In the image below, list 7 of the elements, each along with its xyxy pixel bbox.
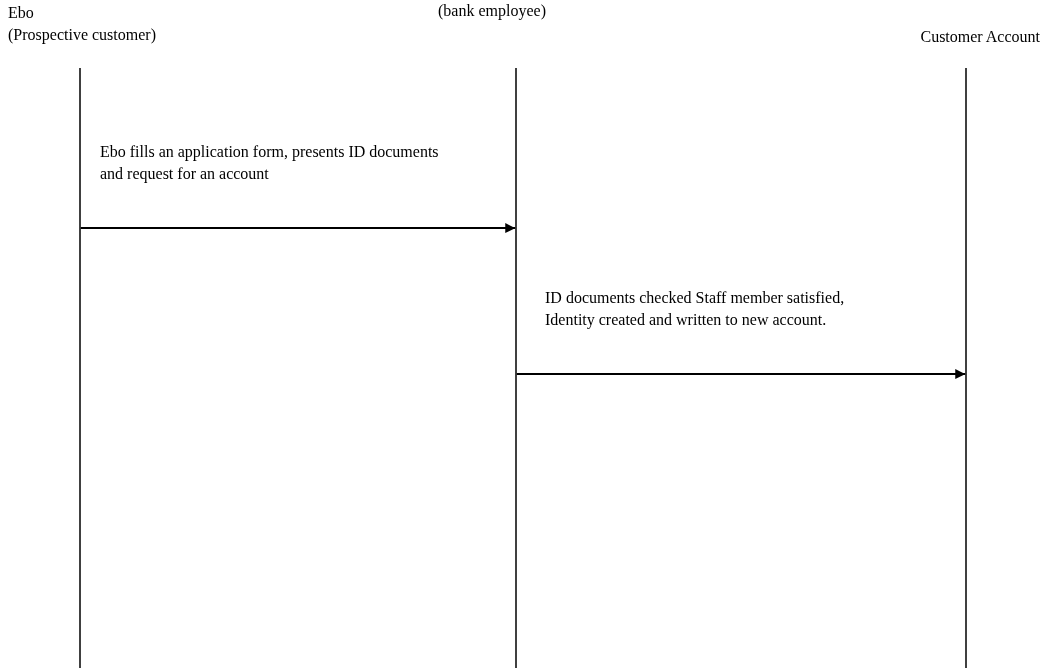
edge-label: Ebo fills an application form, presents ID documents and request for an account bbox=[100, 142, 440, 185]
participant-label: (bank employee) bbox=[438, 1, 546, 22]
message-arrow bbox=[79, 223, 517, 233]
message-arrow bbox=[515, 369, 967, 379]
edge-label: ID documents checked Staff member satisfied, Identity created and written to new account. bbox=[545, 288, 846, 331]
participant-label: Ebo (Prospective customer) bbox=[8, 3, 156, 46]
participant-label: Customer Account bbox=[920, 27, 1040, 47]
